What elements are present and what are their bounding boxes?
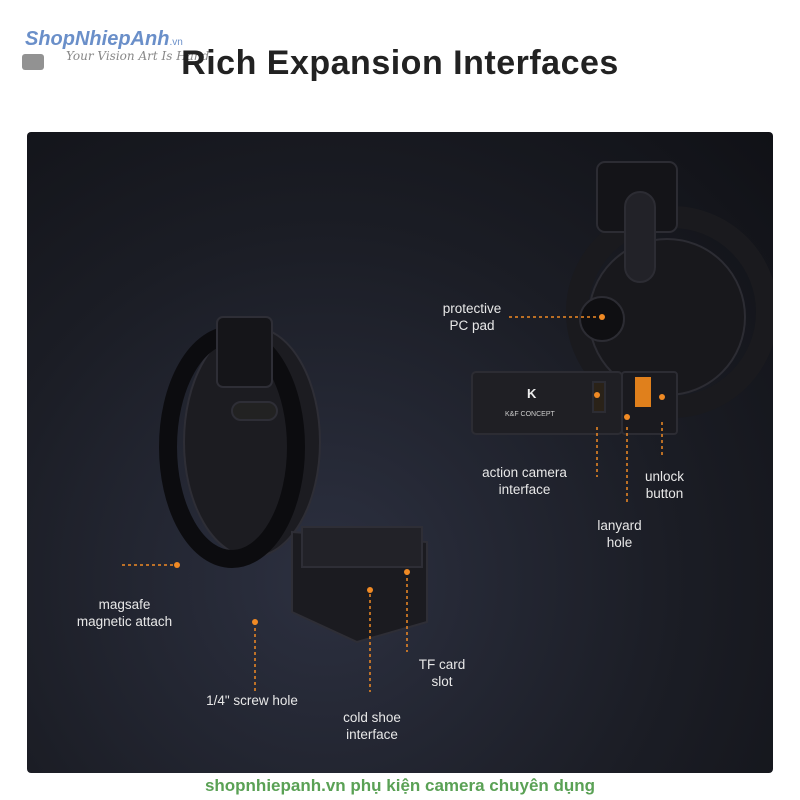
label-line: 1/4" screw hole <box>206 693 298 708</box>
label-line: hole <box>606 535 633 550</box>
right-device <box>471 161 773 435</box>
camera-icon <box>22 54 44 70</box>
watermark-logo: ShopNhiepAnh.vn Your Vision Art Is Hand <box>20 28 210 70</box>
left-device <box>159 316 428 644</box>
label-line: interface <box>498 482 551 497</box>
label-unlock-button: unlock button <box>627 468 702 502</box>
label-line: PC pad <box>449 318 495 333</box>
label-line: magnetic attach <box>76 614 173 629</box>
page-title: Rich Expansion Interfaces <box>181 44 619 82</box>
label-cold-shoe: cold shoe interface <box>327 709 417 743</box>
kf-logo-mark: K <box>527 386 537 401</box>
leader-lines <box>122 316 663 692</box>
label-line: unlock <box>644 469 685 484</box>
label-line: protective <box>442 301 502 316</box>
product-image-panel: K K&F CONCEPT protective PC pad action ca… <box>27 132 773 773</box>
label-action-camera: action camera interface <box>467 464 582 498</box>
label-tf-card: TF card slot <box>402 656 482 690</box>
label-line: slot <box>431 674 453 689</box>
label-protective-pad: protective PC pad <box>427 300 517 334</box>
label-line: cold shoe <box>343 710 401 725</box>
label-line: lanyard <box>597 518 642 533</box>
label-line: interface <box>346 727 398 742</box>
footer-watermark: shopnhiepanh.vn phụ kiện camera chuyên d… <box>204 776 596 795</box>
label-line: magsafe <box>98 597 151 612</box>
label-line: button <box>645 486 684 501</box>
label-magsafe: magsafe magnetic attach <box>62 596 187 630</box>
label-screw-hole: 1/4" screw hole <box>187 692 317 709</box>
watermark-domain: .vn <box>169 37 183 48</box>
label-lanyard-hole: lanyard hole <box>582 517 657 551</box>
label-line: action camera <box>482 465 567 480</box>
kf-logo-text: K&F CONCEPT <box>505 411 556 418</box>
label-line: TF card <box>418 657 466 672</box>
product-illustration: K K&F CONCEPT <box>122 161 773 692</box>
watermark-brand: ShopNhiepAnh <box>25 28 170 50</box>
watermark-tagline: Your Vision Art Is Hand <box>66 49 210 63</box>
